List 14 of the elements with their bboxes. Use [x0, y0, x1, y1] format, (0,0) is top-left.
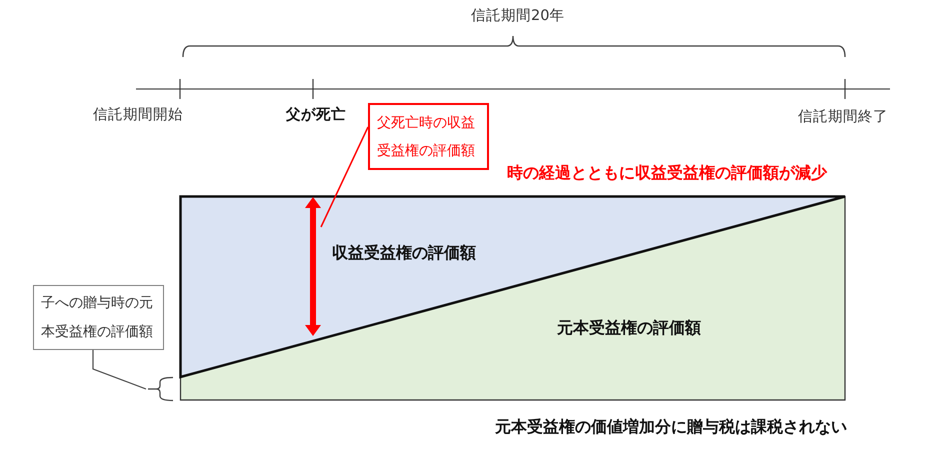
brace-label: 信託期間20年 [471, 8, 564, 26]
leader-line [92, 350, 146, 390]
callout-box: 父死亡時の収益受益権の評価額 [368, 103, 489, 170]
double-arrow [305, 197, 321, 336]
curly-brace [146, 376, 174, 402]
area-label: 収益受益権の評価額 [332, 243, 476, 262]
timeline-label: 父が死亡 [286, 107, 346, 124]
callout-box: 子への贈与時の元本受益権の評価額 [33, 285, 164, 350]
area-label: 元本受益権の評価額 [557, 318, 701, 337]
annotation-text: 時の経過とともに収益受益権の評価額が減少 [507, 163, 827, 182]
timeline-label: 信託期間終了 [798, 109, 888, 126]
timeline-label: 信託期間開始 [93, 107, 183, 124]
note-text: 元本受益権の価値増加分に贈与税は課税されない [495, 417, 847, 436]
leader-line [320, 126, 369, 228]
